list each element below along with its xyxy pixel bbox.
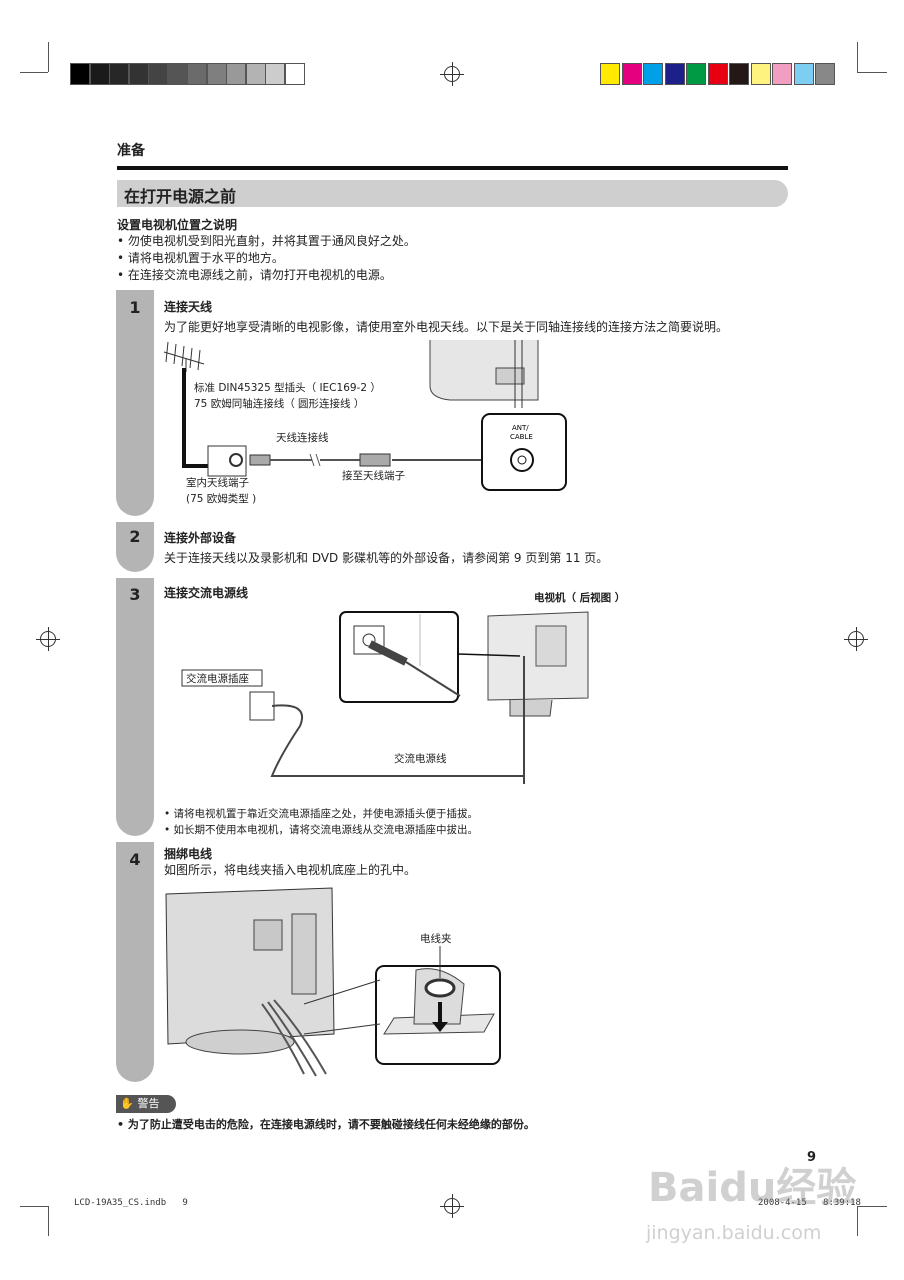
process-swatch xyxy=(643,63,663,85)
gray-swatch xyxy=(284,63,305,85)
cable-clip-label: 电线夹 xyxy=(420,932,452,945)
process-swatch xyxy=(772,63,792,85)
placement-bullet: 在连接交流电源线之前，请勿打开电视机的电源。 xyxy=(117,267,416,284)
category-label: 准备 xyxy=(117,143,145,159)
step-2-tab xyxy=(116,522,154,572)
footer-date: 2008-4-15 8:39:18 xyxy=(758,1198,861,1208)
step-1-tab xyxy=(116,290,154,516)
page-number: 9 xyxy=(807,1150,817,1165)
footer-file: LCD-19A35_CS.indb 9 xyxy=(74,1198,188,1208)
process-swatch xyxy=(600,63,620,85)
ant-cable-label-1: ANT/ xyxy=(512,424,529,432)
cable-clip-diagram: 电线夹 xyxy=(165,887,501,1077)
section-title-bar xyxy=(117,180,788,207)
process-swatch xyxy=(664,63,685,85)
placement-bullet: 请将电视机置于水平的地方。 xyxy=(117,250,416,267)
watermark-brand: Baidu经验 xyxy=(648,1165,857,1211)
process-swatch xyxy=(729,63,749,85)
warning-text-content: 为了防止遭受电击的危险，在连接电源线时，请不要触碰接线任何未经绝缘的部份。 xyxy=(127,1118,535,1131)
crop-mark-tl-h xyxy=(20,72,48,73)
crop-mark-bl-v xyxy=(48,1206,49,1236)
crop-mark-tr-h xyxy=(857,72,887,73)
step-2-title: 连接外部设备 xyxy=(164,531,237,545)
step-3-title: 连接交流电源线 xyxy=(164,586,249,600)
gray-swatch xyxy=(245,63,266,85)
process-swatch xyxy=(686,63,706,85)
step-1-title: 连接天线 xyxy=(164,300,213,314)
crop-mark-bl-h xyxy=(20,1206,48,1207)
indoor-terminal-label: 室内天线端子 xyxy=(186,476,249,489)
gray-swatch xyxy=(148,63,168,85)
step-4-title: 捆绑电线 xyxy=(164,847,213,861)
gray-swatch xyxy=(206,63,227,85)
process-swatch xyxy=(815,63,835,85)
header-rule xyxy=(117,166,788,170)
registration-mark-bottom xyxy=(440,1194,464,1218)
gray-swatch xyxy=(265,63,285,85)
placement-list: 勿使电视机受到阳光直射，并将其置于通风良好之处。 请将电视机置于水平的地方。 在… xyxy=(117,233,416,284)
gray-swatch xyxy=(226,63,246,85)
step-3-note: 请将电视机置于靠近交流电源插座之处，并使电源插头便于插拔。 xyxy=(164,806,479,822)
step-2-text: 关于连接天线以及录影机和 DVD 影碟机等的外部设备，请参阅第 9 页到第 11… xyxy=(164,551,609,565)
step-1-number: 1 xyxy=(129,298,141,317)
ac-outlet-label: 交流电源插座 xyxy=(186,672,249,685)
step-2-number: 2 xyxy=(129,527,141,546)
ac-cord-diagram: 交流电源插座 交流电源线 xyxy=(181,611,589,784)
watermark-url: jingyan.baidu.com xyxy=(646,1222,822,1244)
registration-mark-right xyxy=(844,627,868,651)
watermark-logo: Baidu经验 xyxy=(648,1168,856,1208)
indoor-terminal-type-label: (75 欧姆类型 ) xyxy=(186,492,256,505)
gray-swatch xyxy=(109,63,129,85)
warning-bullet-icon: • xyxy=(117,1118,128,1131)
coax-cable-label: 75 欧姆同轴连接线（ 圆形连接线 ） xyxy=(194,397,364,410)
outdoor-antenna-icon xyxy=(163,341,205,372)
to-terminal-label: 接至天线端子 xyxy=(342,469,405,482)
step-4-text: 如图所示，将电线夹插入电视机底座上的孔中。 xyxy=(164,863,417,877)
step-3-notes: 请将电视机置于靠近交流电源插座之处，并使电源插头便于插拔。 如长期不使用本电视机… xyxy=(164,806,479,838)
warning-badge-label: 警告 xyxy=(137,1097,160,1110)
antenna-connection-diagram: ANT/ CABLE 标准 DIN45325 型插头（ IEC169-2 ） 7… xyxy=(163,340,567,505)
ac-cord-label: 交流电源线 xyxy=(394,752,447,765)
gray-swatch xyxy=(70,63,90,85)
registration-mark-left xyxy=(36,627,60,651)
crop-mark-tl-v xyxy=(48,42,49,72)
hand-icon: ✋ xyxy=(120,1097,134,1110)
process-swatch xyxy=(621,63,642,85)
process-swatch xyxy=(793,63,814,85)
process-swatch xyxy=(707,63,728,85)
gray-swatch xyxy=(187,63,207,85)
gray-swatch xyxy=(128,63,149,85)
step-3-note: 如长期不使用本电视机，请将交流电源线从交流电源插座中拔出。 xyxy=(164,822,479,838)
placement-heading: 设置电视机位置之说明 xyxy=(117,218,238,232)
crop-mark-tr-v xyxy=(857,42,858,72)
process-swatch xyxy=(750,63,771,85)
crop-mark-br-v xyxy=(857,1206,858,1236)
plug-standard-label: 标准 DIN45325 型插头（ IEC169-2 ） xyxy=(194,381,381,394)
step-3-number: 3 xyxy=(129,585,141,604)
warning-badge: ✋ 警告 xyxy=(116,1095,176,1113)
step-4-tab xyxy=(116,842,154,1082)
gray-swatch xyxy=(89,63,110,85)
warning-text: • 为了防止遭受电击的危险，在连接电源线时，请不要触碰接线任何未经绝缘的部份。 xyxy=(117,1116,535,1132)
antenna-cable-label: 天线连接线 xyxy=(276,431,329,444)
step-1-text: 为了能更好地享受清晰的电视影像，请使用室外电视天线。以下是关于同轴连接线的连接方… xyxy=(164,320,729,334)
tv-rear-label: 电视机（ 后视图 ） xyxy=(534,592,626,604)
step-3-tab xyxy=(116,578,154,836)
crop-mark-br-h xyxy=(857,1206,887,1207)
placement-bullet: 勿使电视机受到阳光直射，并将其置于通风良好之处。 xyxy=(117,233,416,250)
step-4-number: 4 xyxy=(129,850,141,869)
ant-cable-label-2: CABLE xyxy=(510,433,533,441)
gray-swatch xyxy=(167,63,188,85)
section-title: 在打开电源之前 xyxy=(124,187,237,206)
registration-mark-top xyxy=(440,62,464,86)
